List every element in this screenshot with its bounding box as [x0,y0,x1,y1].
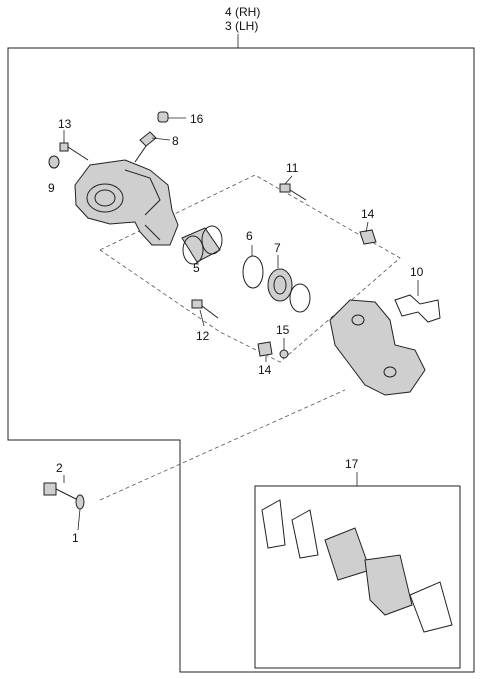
label-2: 2 [56,461,63,475]
label-11: 11 [286,161,299,175]
bleeder-cap [157,111,169,123]
explode-guide-bolt [99,389,346,501]
leader-12 [199,309,205,327]
label-6: 6 [246,229,253,243]
pad-shim-outer [291,509,319,559]
leader-8 [151,137,171,141]
label-14-lower: 14 [258,363,272,377]
pin-cap [279,349,289,359]
leader-11 [284,175,293,185]
brake-pad-outer [364,554,413,616]
bleeder-screw [134,131,157,163]
pin-boot-upper [359,229,377,245]
label-1: 1 [72,531,79,545]
pad-kit-frame [254,485,461,669]
caliper-body [74,159,179,246]
piston [181,225,223,265]
mounting-bolt [43,482,79,501]
label-15: 15 [276,323,290,337]
label-8: 8 [172,134,179,148]
pad-shim-inner [261,499,286,549]
label-9: 9 [48,181,55,195]
label-12: 12 [196,329,210,343]
caliper-carrier [329,299,426,396]
explode-guide-frame [99,174,401,363]
assembly-frame [7,47,475,673]
leader-1 [77,508,81,531]
brake-pad-inner [324,527,371,581]
label-16: 16 [190,112,204,126]
label-13: 13 [58,117,72,131]
assembly-label-lh: 3 (LH) [225,19,258,33]
guide-pin-12 [191,299,219,319]
guide-pin-bolt-13 [59,142,89,161]
dust-boot [267,268,293,302]
leader-14a [365,221,369,233]
pad-clip [394,294,441,323]
label-7: 7 [274,241,281,255]
label-14-upper: 14 [361,207,375,221]
pin-boot-lower [257,341,273,357]
washer-9 [48,155,60,169]
pad-wear-shim [409,581,453,633]
label-5: 5 [193,261,200,275]
guide-pin-11 [279,183,307,201]
label-10: 10 [410,265,424,279]
label-17: 17 [345,457,359,471]
assembly-label-rh: 4 (RH) [225,5,260,19]
piston-seal [242,255,264,289]
retaining-ring [289,283,311,313]
mounting-washer [75,494,85,510]
